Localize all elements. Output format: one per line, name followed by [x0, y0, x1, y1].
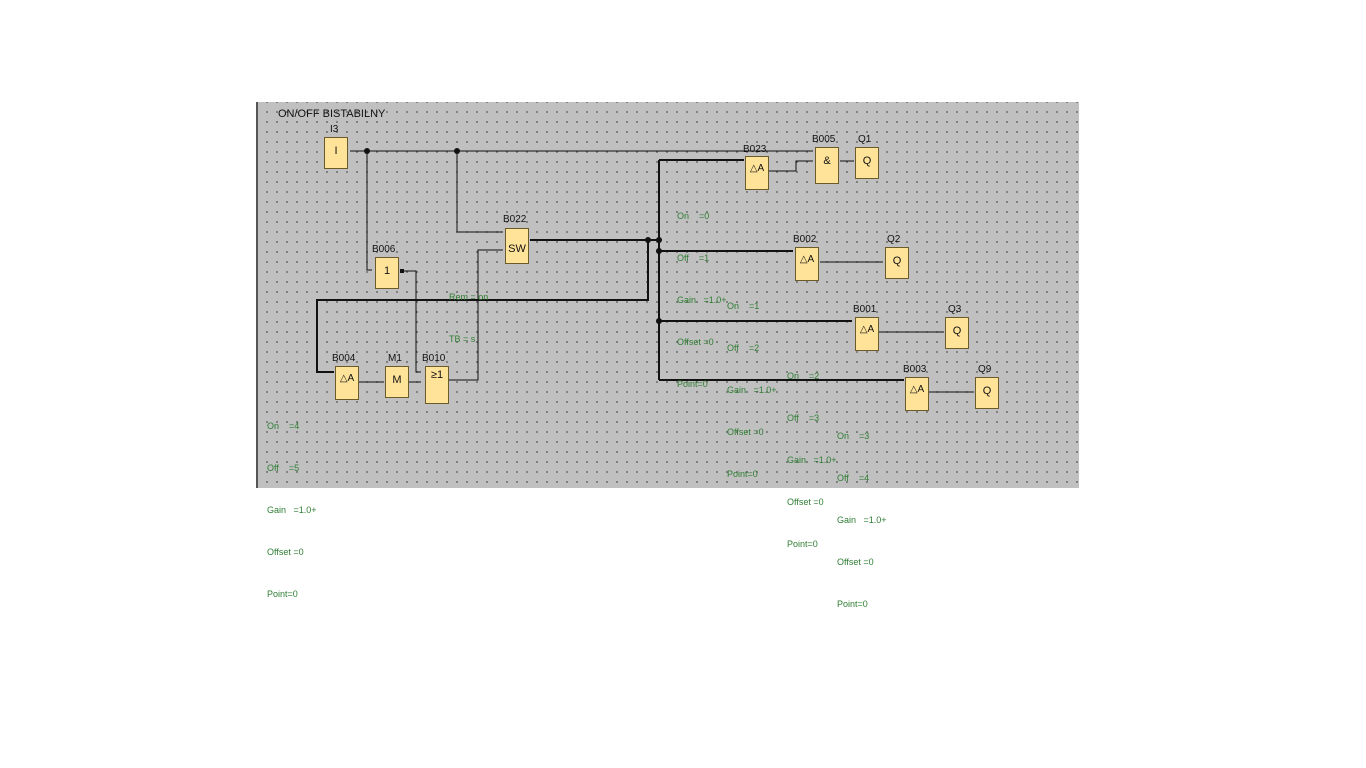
param-gain: Gain =1.0+ [787, 455, 837, 465]
param-off: Off =5 [267, 463, 300, 473]
block-symbol: △A [909, 384, 925, 395]
block-symbol: ≥1 [430, 369, 444, 381]
block-q3[interactable]: Q [945, 317, 969, 349]
block-label-b022: B022 [503, 214, 527, 225]
block-symbol: & [823, 155, 831, 167]
block-label-q9: Q9 [978, 364, 992, 375]
junction-dot [656, 248, 662, 254]
block-q1[interactable]: Q [855, 147, 879, 179]
block-label-b002: B002 [793, 234, 817, 245]
block-q2[interactable]: Q [885, 247, 909, 279]
param-on: On =2 [787, 371, 820, 381]
param-off: Off =2 [727, 343, 760, 353]
param-on: On =3 [837, 431, 870, 441]
param-point: Point=0 [267, 589, 298, 599]
block-label-i3: I3 [330, 124, 339, 135]
block-label-q2: Q2 [887, 234, 901, 245]
params-b003: On =3 Off =4 Gain =1.0+ Offset =0 Point=… [837, 401, 887, 639]
block-symbol: △A [799, 254, 815, 265]
block-symbol: Q [982, 385, 992, 397]
block-b002[interactable]: △A [795, 247, 819, 281]
param-gain: Gain =1.0+ [267, 505, 317, 515]
param-offset: Offset =0 [727, 427, 764, 437]
block-label-b006: B006 [372, 244, 396, 255]
param-point: Point=0 [727, 469, 758, 479]
param-offset: Offset =0 [787, 497, 824, 507]
block-label-m1: M1 [388, 353, 402, 364]
junction-dot [656, 237, 662, 243]
wire-b006-to-b010 [401, 270, 421, 373]
junction-dot [656, 318, 662, 324]
param-gain: Gain =1.0+ [837, 515, 887, 525]
block-b001[interactable]: △A [855, 317, 879, 351]
junction-dot [364, 148, 370, 154]
block-b023[interactable]: △A [745, 156, 769, 190]
param-tb: TB = s [449, 334, 476, 344]
params-b004: On =4 Off =5 Gain =1.0+ Offset =0 Point=… [267, 391, 317, 629]
param-offset: Offset =0 [677, 337, 714, 347]
params-b023: On =0 Off =1 Gain =1.0+ Offset =0 Point=… [677, 181, 727, 419]
param-off: Off =4 [837, 473, 870, 483]
params-b022: Rem = on TB = s [449, 262, 488, 374]
block-label-b004: B004 [332, 353, 356, 364]
block-b010[interactable]: ≥1 [425, 366, 449, 404]
param-point: Point=0 [837, 599, 868, 609]
output-marker [400, 269, 404, 273]
diagram-title: ON/OFF BISTABILNY [278, 108, 386, 120]
block-q9[interactable]: Q [975, 377, 999, 409]
block-m1[interactable]: M [385, 366, 409, 398]
param-gain: Gain =1.0+ [727, 385, 777, 395]
param-point: Point=0 [677, 379, 708, 389]
junction-dot [454, 148, 460, 154]
params-b001: On =2 Off =3 Gain =1.0+ Offset =0 Point=… [787, 341, 837, 579]
param-offset: Offset =0 [837, 557, 874, 567]
block-b006[interactable]: 1 [375, 257, 399, 289]
param-on: On =4 [267, 421, 300, 431]
wire-i3-to-b006 [366, 151, 372, 271]
block-label-b023: B023 [743, 144, 767, 155]
param-offset: Offset =0 [267, 547, 304, 557]
block-symbol: I [334, 145, 338, 157]
block-label-b001: B001 [853, 304, 877, 315]
block-label-q1: Q1 [858, 134, 872, 145]
block-label-b003: B003 [903, 364, 927, 375]
block-label-b005: B005 [812, 134, 836, 145]
wire-feedback-b004 [316, 240, 649, 373]
wires-layer [316, 148, 974, 393]
wire-i3-to-b022 [456, 151, 503, 233]
block-symbol: △A [859, 324, 875, 335]
block-symbol: SW [508, 243, 526, 255]
junction-dot [645, 237, 651, 243]
wire-b023-to-b005 [769, 160, 813, 172]
block-symbol: M [392, 374, 402, 386]
block-symbol: 1 [383, 265, 391, 277]
block-symbol: Q [892, 255, 902, 267]
param-rem: Rem = on [449, 292, 489, 302]
param-gain: Gain =1.0+ [677, 295, 727, 305]
param-on: On =1 [727, 301, 760, 311]
param-off: Off =3 [787, 413, 820, 423]
wire-b010-to-b022 [449, 249, 503, 381]
block-symbol: Q [952, 325, 962, 337]
block-label-q3: Q3 [948, 304, 962, 315]
diagram-canvas[interactable]: ON/OFF BISTABILNY [256, 102, 1079, 609]
block-symbol: △A [339, 373, 355, 384]
block-b005[interactable]: & [815, 147, 839, 184]
param-point: Point=0 [787, 539, 818, 549]
param-off: Off =1 [677, 253, 710, 263]
block-label-b010: B010 [422, 353, 446, 364]
block-symbol: Q [862, 155, 872, 167]
block-symbol: △A [749, 163, 765, 174]
block-b003[interactable]: △A [905, 377, 929, 411]
block-i3[interactable]: I [324, 137, 348, 169]
param-on: On =0 [677, 211, 710, 221]
block-b004[interactable]: △A [335, 366, 359, 400]
params-b002: On =1 Off =2 Gain =1.0+ Offset =0 Point=… [727, 271, 777, 509]
block-b022[interactable]: SW [505, 228, 529, 264]
